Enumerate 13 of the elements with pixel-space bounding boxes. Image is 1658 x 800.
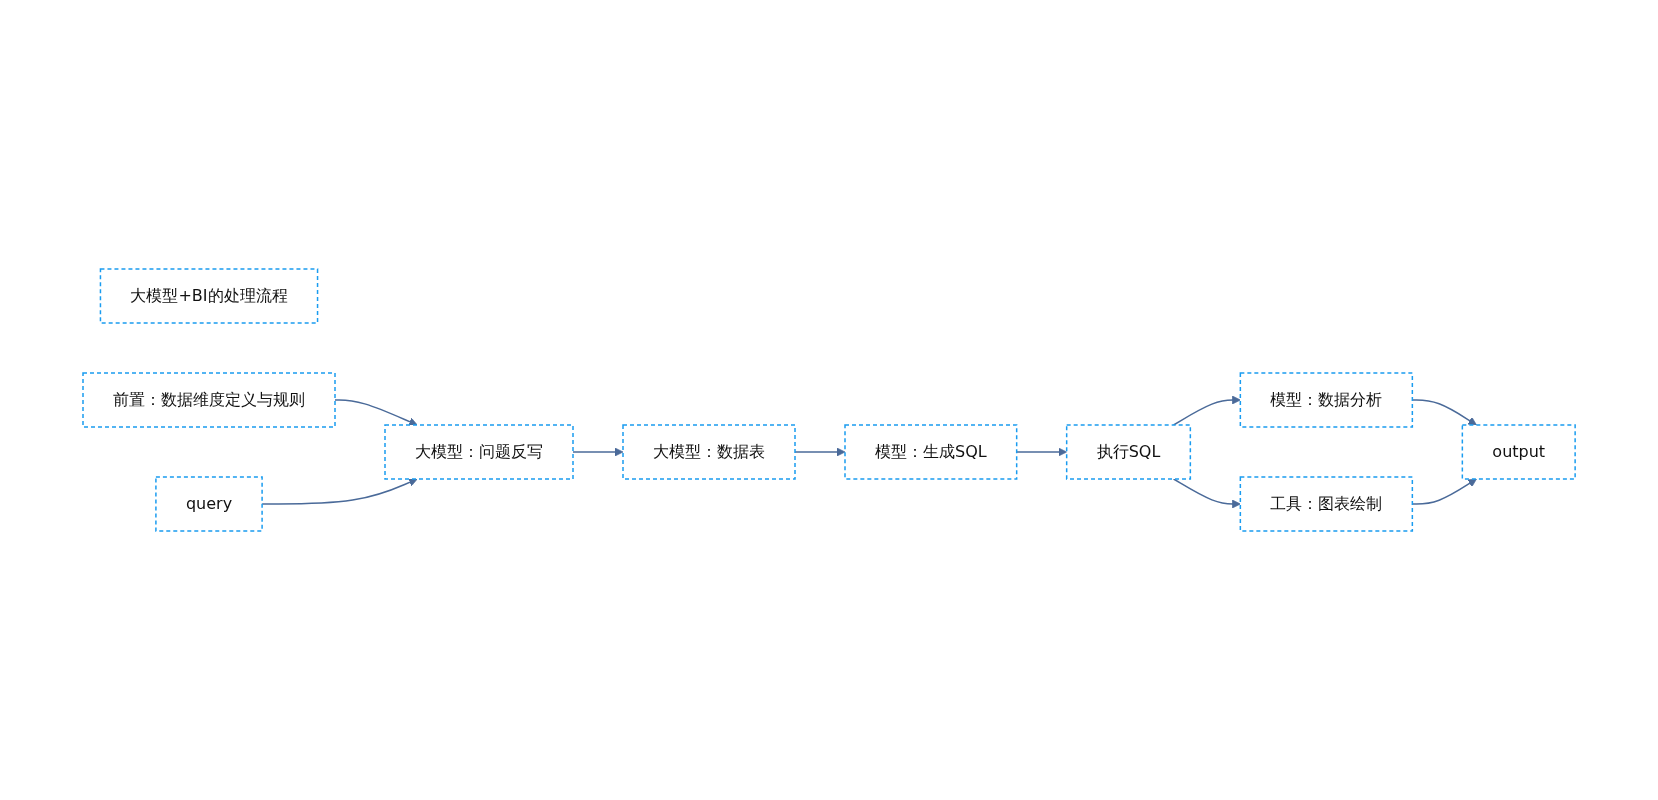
node-box: 大模型+BI的处理流程: [99, 268, 319, 324]
node-box: 执行SQL: [1065, 424, 1192, 480]
arrow: [1172, 478, 1241, 509]
arrow: [334, 399, 418, 426]
node-box: 模型：数据分析: [1239, 372, 1414, 428]
node-box: 模型：生成SQL: [844, 424, 1018, 480]
node-box: query: [155, 476, 263, 532]
node-box: output: [1461, 424, 1576, 480]
node-box: 工具：图表绘制: [1239, 476, 1414, 532]
node-box: 前置：数据维度定义与规则: [82, 372, 336, 428]
node-box: 大模型：数据表: [622, 424, 796, 480]
arrow: [1172, 395, 1241, 426]
node-box: 大模型：问题反写: [384, 424, 574, 480]
